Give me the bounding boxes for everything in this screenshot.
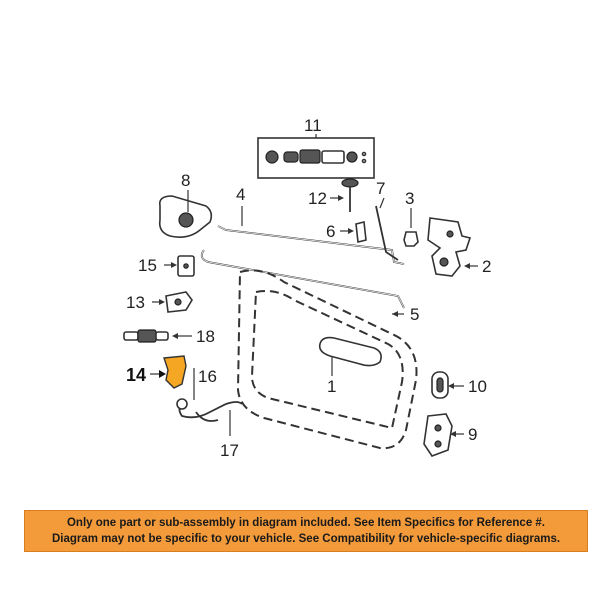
part-6-clip	[340, 221, 367, 243]
callout-17: 17	[220, 441, 239, 460]
part-8-outside-handle	[158, 190, 213, 238]
part-10-bumper	[431, 371, 464, 399]
part-18-connector	[123, 329, 192, 343]
part-14-highlighted	[150, 355, 187, 389]
part-11-lock-cylinder-kit	[257, 137, 375, 179]
callout-16: 16	[198, 367, 217, 386]
part-5-rod	[200, 249, 405, 317]
callout-14: 14	[126, 365, 146, 385]
part-2-latch	[427, 217, 478, 277]
part-12-pin	[330, 178, 359, 212]
disclaimer-line-2: Diagram may not be specific to your vehi…	[51, 533, 561, 545]
callout-8: 8	[181, 171, 190, 190]
callout-5: 5	[410, 305, 419, 324]
part-4-rod	[217, 206, 405, 265]
part-3-bracket	[403, 208, 419, 247]
part-1-inside-handle	[318, 336, 382, 376]
part-15-plate	[164, 255, 195, 277]
callout-15: 15	[138, 256, 157, 275]
part-17-wire-harness	[176, 398, 243, 436]
callout-4: 4	[236, 185, 245, 204]
callout-1: 1	[327, 377, 336, 396]
callout-7: 7	[376, 179, 385, 198]
callout-12: 12	[308, 189, 327, 208]
callout-9: 9	[468, 425, 477, 444]
part-13-actuator	[152, 291, 193, 313]
part-9-striker	[423, 413, 464, 457]
callout-18: 18	[196, 327, 215, 346]
callout-6: 6	[326, 222, 335, 241]
part-7-rod	[375, 197, 399, 261]
disclaimer-banner: Only one part or sub-assembly in diagram…	[24, 510, 588, 552]
callout-13: 13	[126, 293, 145, 312]
door-frame-outline	[236, 269, 418, 450]
callout-2: 2	[482, 257, 491, 276]
callout-11: 11	[304, 116, 322, 135]
disclaimer-line-1: Only one part or sub-assembly in diagram…	[66, 517, 546, 529]
callout-10: 10	[468, 377, 487, 396]
callout-3: 3	[405, 189, 414, 208]
